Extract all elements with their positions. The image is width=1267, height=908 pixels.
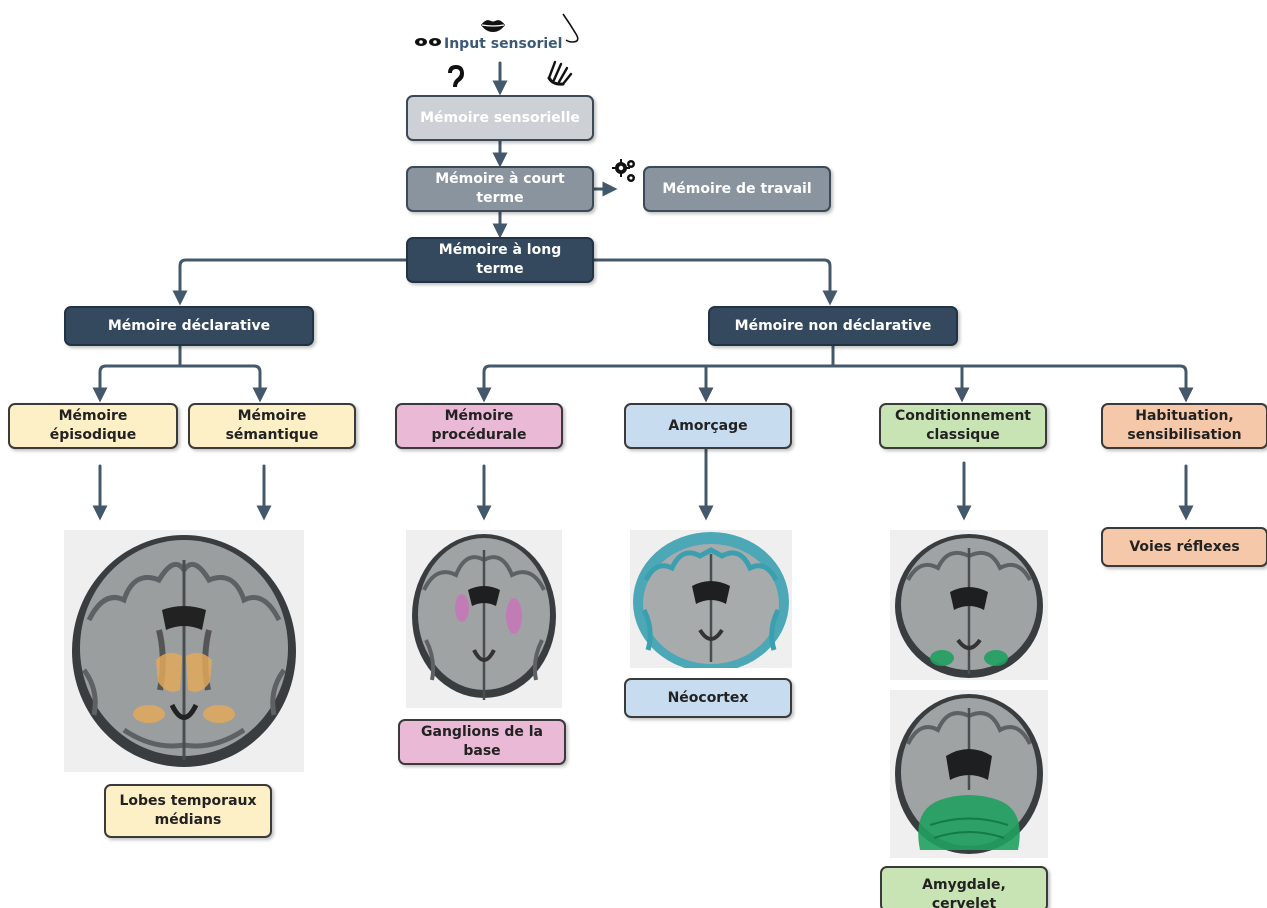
node-memoire-semantique: Mémoire sémantique xyxy=(188,403,356,449)
node-memoire-court-terme: Mémoire à court terme xyxy=(406,166,594,212)
nose-icon xyxy=(562,13,579,43)
brain-mri-temporal-lobes xyxy=(64,530,304,772)
node-memoire-long-terme: Mémoire à long terme xyxy=(406,237,594,283)
node-memoire-declarative: Mémoire déclarative xyxy=(64,306,314,346)
node-memoire-de-travail: Mémoire de travail xyxy=(643,166,831,212)
ear-icon xyxy=(448,65,464,87)
node-conditionnement-classique: Conditionnement classique xyxy=(879,403,1047,449)
node-memoire-procedurale: Mémoire procédurale xyxy=(395,403,563,449)
node-voies-reflexes: Voies réflexes xyxy=(1101,527,1267,567)
brain-mri-basal-ganglia xyxy=(406,530,562,708)
gears-icon xyxy=(612,159,635,182)
brain-mri-cerebellum xyxy=(890,690,1048,858)
node-lobes-temporaux-medians: Lobes temporaux médians xyxy=(104,784,272,838)
node-memoire-episodique: Mémoire épisodique xyxy=(8,403,178,449)
node-amygdale-cervelet: Amygdale, cervelet xyxy=(880,866,1048,908)
node-memoire-sensorielle: Mémoire sensorielle xyxy=(406,95,594,141)
lips-icon xyxy=(481,20,505,32)
node-amorcage: Amorçage xyxy=(624,403,792,449)
eyes-icon xyxy=(415,38,441,46)
brain-mri-neocortex xyxy=(630,530,792,668)
node-habituation-sensibilisation: Habituation, sensibilisation xyxy=(1101,403,1267,449)
node-neocortex: Néocortex xyxy=(624,678,792,718)
node-memoire-non-declarative: Mémoire non déclarative xyxy=(708,306,958,346)
node-ganglions-de-la-base: Ganglions de la base xyxy=(398,719,566,765)
hand-icon xyxy=(547,60,573,86)
input-sensoriel-label: Input sensoriel xyxy=(444,36,563,52)
brain-mri-amygdala xyxy=(890,530,1048,680)
